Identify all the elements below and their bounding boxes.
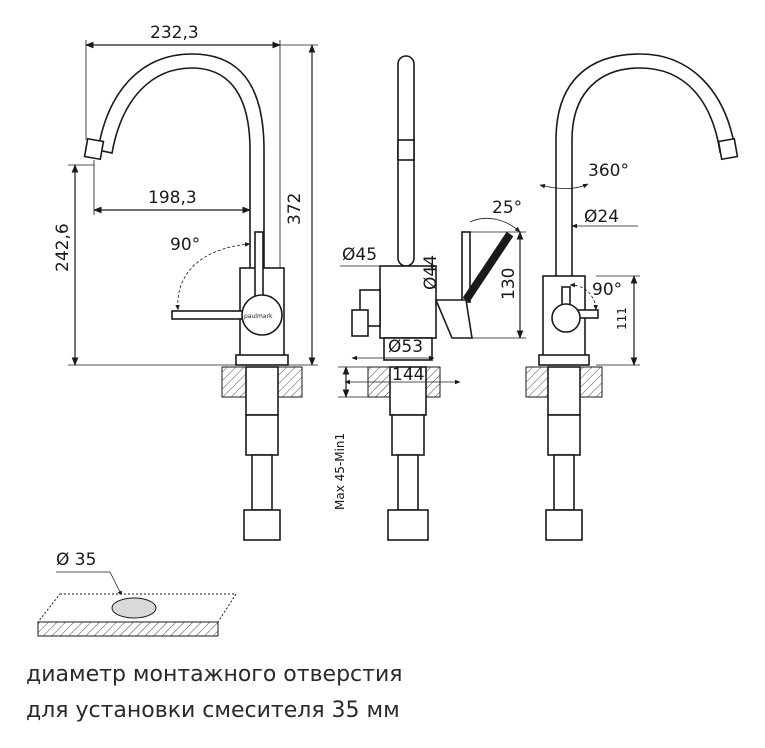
rear-rotation-label: 360°: [588, 161, 629, 181]
front-hose-top: [245, 414, 279, 456]
rear-lever-rotation-label: 90°: [592, 280, 622, 300]
countertop-edge: [37, 621, 219, 637]
rear-aerator: [717, 137, 739, 161]
front-hose: [251, 454, 273, 511]
side-dim-45-label: Ø45: [342, 245, 377, 265]
front-brand-mark: paulmark: [244, 313, 273, 320]
front-view: paulmark 232,3 198,3 242,6 372 90°: [53, 23, 318, 541]
front-rotation-label: 90°: [170, 235, 200, 255]
caption-line-1: диаметр монтажного отверстия: [26, 662, 403, 687]
rear-view: 360° Ø24 90° 111: [525, 53, 739, 541]
rear-base: [538, 354, 590, 366]
side-dim-44-label: Ø44: [421, 255, 441, 290]
mounting-hole-sketch: Ø 35: [36, 550, 237, 637]
rear-dim-24-label: Ø24: [584, 207, 619, 227]
rear-dim-111-label: 111: [615, 307, 629, 330]
front-cartridge: [241, 294, 283, 336]
rear-shank: [547, 366, 581, 416]
hole-label: Ø 35: [56, 550, 96, 570]
front-rotation-arc: [175, 242, 251, 311]
caption-line-2: для установки смесителя 35 мм: [26, 698, 400, 723]
side-dim-53-label: Ø53: [388, 337, 423, 357]
front-aerator: [83, 137, 105, 161]
side-dim-25-label: 25°: [492, 198, 522, 218]
front-shank: [245, 366, 279, 416]
side-hose: [397, 454, 419, 511]
rear-hose: [553, 454, 575, 511]
side-lever-tilted: [462, 231, 514, 303]
side-fitting: [387, 509, 429, 541]
side-aerator: [397, 139, 415, 161]
rear-hose-top: [547, 414, 581, 456]
side-hose-top: [391, 414, 425, 456]
front-base: [235, 354, 289, 366]
dim-232-label: 232,3: [150, 23, 199, 43]
side-dim-144-label: 144: [392, 365, 424, 385]
side-dim-thickness-label: Max 45-Min1: [333, 433, 347, 510]
dim-372-label: 372: [285, 193, 305, 225]
dim-198-label: 198,3: [148, 188, 197, 208]
side-cartridge: [434, 299, 473, 339]
side-knob: [351, 309, 369, 337]
rear-cartridge: [551, 303, 581, 333]
mounting-hole: [111, 597, 157, 619]
rear-fitting: [545, 509, 583, 541]
rear-rotation-arc: [539, 183, 589, 190]
side-spout: [397, 55, 415, 267]
front-fitting: [243, 509, 281, 541]
side-view: Ø45 Ø44 Ø53 25° 130 144 Max 45-Min1: [333, 55, 526, 541]
rear-lever-arc: [569, 282, 598, 311]
front-lever-vertical: [254, 231, 264, 303]
side-shank: [389, 366, 427, 416]
side-dim-130-label: 130: [499, 268, 519, 300]
dim-242-label: 242,6: [53, 223, 73, 272]
